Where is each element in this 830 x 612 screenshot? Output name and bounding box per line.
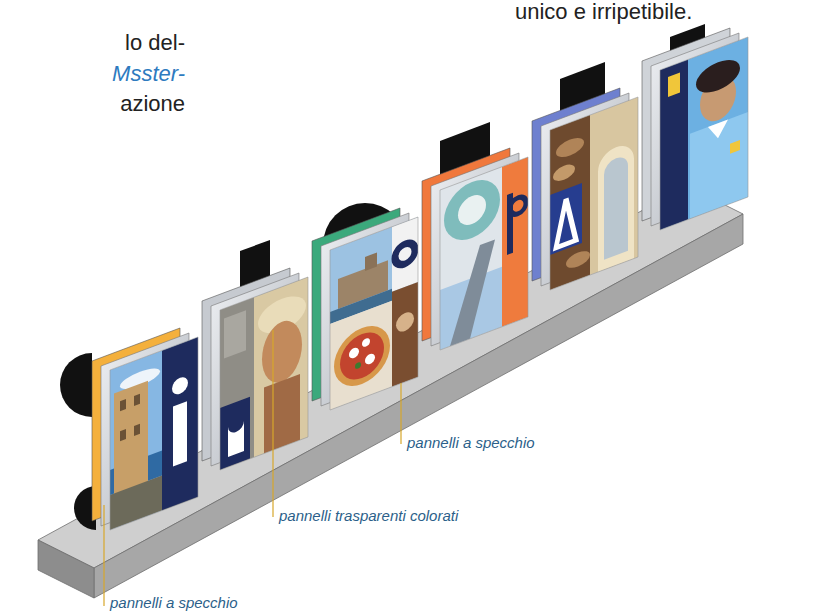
photo-detail [556,134,584,161]
leader-line [103,505,104,606]
photo-shape [556,195,576,248]
photo-area [110,337,198,530]
photo-detail [355,361,361,369]
photo-area [550,183,582,255]
photo-hair [696,54,740,99]
photo-detail [349,346,359,360]
panel-group [92,328,198,530]
body-text: lo del- [125,30,185,55]
photo-detail [668,73,680,98]
photo-area [220,297,254,470]
leader-line [272,330,273,517]
panel-outline [440,157,528,350]
photo-pizza [334,318,390,395]
panel-outline [330,217,418,410]
photo-panel [330,217,418,410]
panel-outline [110,337,198,530]
leader-line [400,383,401,444]
photo-detail [362,337,370,348]
callout-label: pannelli a specchio [407,434,535,451]
photo-detail [566,248,590,271]
panel-group [422,148,528,350]
photo-panel [440,157,528,350]
photo-area [660,60,688,231]
photo-area [162,337,198,511]
photo-area [502,157,528,327]
photo-detail [458,191,486,230]
panel-group [642,28,748,230]
photo-area [220,277,308,470]
photo-pizza [340,326,384,387]
photo-castle [365,252,377,271]
photo-area [330,301,392,410]
photo-area [690,112,748,219]
photo-area [660,37,748,230]
photo-window [120,429,126,441]
photo-detail [708,120,728,143]
panel-outline [660,37,748,230]
photo-area [440,157,528,350]
panel-group [202,268,308,470]
photo-window [120,399,126,411]
plinth-front [94,214,743,598]
photo-shape [172,375,188,397]
photo-detail [365,352,375,366]
photo-shape [228,421,244,457]
photo-detail [264,374,300,454]
photo-detail [553,162,575,184]
photo-area [550,115,590,290]
photo-area [392,282,418,387]
photo-detail [396,310,414,335]
photo-panel [550,97,638,290]
photo-detail [444,172,500,249]
callout-label: pannelli a specchio [110,594,238,611]
panel-group [312,208,418,410]
photo-detail [224,310,246,358]
photo-area [220,397,250,470]
plinth-end [38,540,94,598]
body-text: azione [120,91,185,116]
photo-panel [660,37,748,230]
photo-detail [730,140,740,154]
panel-outline [550,97,638,290]
photo-escalator [450,239,495,346]
photo-area [392,217,418,292]
callout-label: pannelli trasparenti colorati [279,507,458,524]
supports [60,24,705,530]
panel-group [532,88,638,290]
photo-shape [173,401,187,466]
photo-panel [220,277,308,470]
photo-arch [604,154,628,260]
panel-outline [220,277,308,470]
photo-area [550,97,638,290]
photo-shape [510,195,526,217]
photo-window [134,424,140,436]
photo-panel [110,337,198,530]
support-half-disc [60,353,92,417]
link-text: Msster- [112,61,185,86]
photo-shape [395,240,415,268]
photo-window [134,394,140,406]
photo-area [254,277,308,457]
photo-arch [598,141,634,272]
leader-lines [104,330,401,606]
body-text: unico e irripetibile. [515,0,692,24]
